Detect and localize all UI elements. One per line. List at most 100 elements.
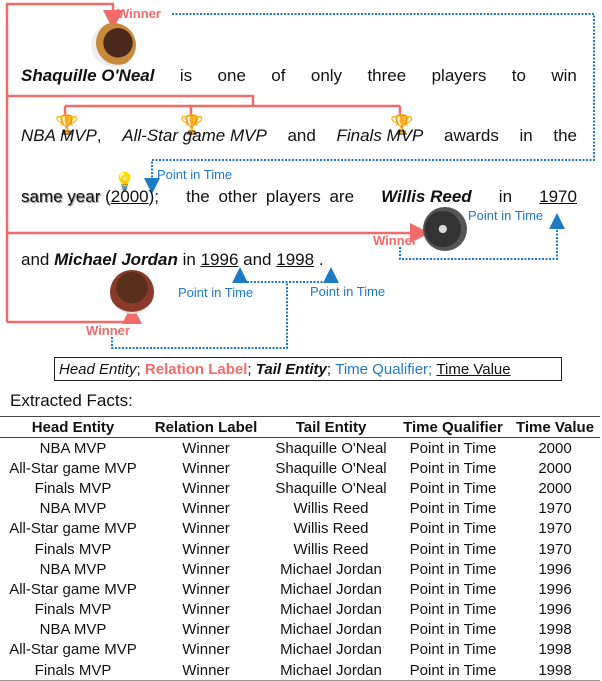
sentence-line-3: same year (2000); the other players are …: [21, 187, 577, 206]
table-cell: Michael Jordan: [280, 580, 382, 598]
table-cell: Point in Time: [409, 641, 497, 659]
table-cell: 1998: [538, 621, 572, 639]
table-cell: Willis Reed: [293, 520, 369, 538]
table-cell: 1996: [538, 560, 572, 578]
table-cell: Point in Time: [409, 540, 497, 558]
table-cell: Point in Time: [409, 601, 497, 619]
table-cell: Winner: [182, 601, 230, 619]
table-cell: Winner: [182, 479, 230, 497]
same-year-phrase: same year: [21, 187, 101, 206]
table-cell: 2000: [538, 479, 572, 497]
table-cell: NBA MVP: [39, 560, 107, 578]
legend-time-qualifier: Time Qualifier: [335, 360, 429, 378]
column-header: Tail Entity: [266, 416, 396, 438]
tail-entity-finals-mvp: Finals MVP: [336, 126, 424, 145]
table-cell: Winner: [182, 500, 230, 518]
table-row: All-Star game MVP Winner Michael Jordan Poi…: [0, 640, 600, 660]
table-cell: Winner: [146, 660, 266, 681]
column-header: Relation Label: [146, 416, 266, 438]
table-cell: Winner: [182, 580, 230, 598]
table-cell: All-Star game MVP: [9, 459, 137, 477]
table-cell: All-Star game MVP: [9, 520, 137, 538]
winner-lines: [5, 2, 430, 324]
tail-entity-allstar-mvp: All-Star game MVP: [122, 126, 267, 145]
lightbulb-icon: 💡: [114, 172, 136, 191]
table-row: NBA MVP Winner Michael Jordan Point in Time…: [0, 620, 600, 640]
time-value-2000: 2000: [110, 187, 149, 206]
head-entity-shaq: Shaquille O'Neal: [21, 66, 155, 85]
table-cell: NBA MVP: [39, 621, 107, 639]
table-cell: 2000: [538, 439, 572, 457]
table-cell: 1970: [538, 520, 572, 538]
table-cell: Winner: [182, 641, 230, 659]
table-cell: All-Star game MVP: [9, 641, 137, 659]
table-cell: Point in Time: [409, 459, 497, 477]
pit-label-1996: Point in Time: [178, 285, 254, 300]
table-cell: Finals MVP: [34, 540, 112, 558]
time-value-1970: 1970: [539, 187, 577, 206]
head-entity-jordan: Michael Jordan: [54, 250, 178, 269]
table-cell: Winner: [182, 560, 230, 578]
winner-label-jordan: Winner: [86, 323, 130, 338]
pit-label-1970: Point in Time: [468, 208, 544, 223]
table-cell: 1996: [538, 601, 572, 619]
table-cell: 1970: [538, 540, 572, 558]
table-cell: Winner: [182, 621, 230, 639]
table-cell: 2000: [538, 459, 572, 477]
legend-head-entity: Head Entity: [59, 360, 137, 378]
column-header: Time Qualifier: [396, 416, 510, 438]
time-value-1996: 1996: [200, 250, 239, 269]
table-cell: Finals MVP: [34, 601, 112, 619]
table-header-row: Head Entity Relation Label Tail Entity T…: [0, 416, 600, 438]
table-cell: 1970: [538, 500, 572, 518]
trophy-icon: 🏆: [180, 115, 204, 136]
table-cell: Michael Jordan: [280, 560, 382, 578]
winner-label-reed: Winner: [373, 233, 417, 248]
table-cell: Point in Time: [409, 560, 497, 578]
relation-connectors: [5, 2, 595, 349]
column-header: Time Value: [510, 416, 600, 438]
time-qualifier-lines: [111, 13, 595, 349]
time-value-1998: 1998: [276, 250, 315, 269]
table-cell: Shaquille O'Neal: [275, 459, 387, 477]
michael-jordan-avatar: [110, 270, 154, 314]
table-cell: Shaquille O'Neal: [275, 439, 387, 457]
table-cell: Winner: [182, 459, 230, 477]
table-row: Finals MVP Winner Willis Reed Point in Time…: [0, 539, 600, 559]
table-cell: 1996: [538, 580, 572, 598]
head-entity-reed: Willis Reed: [381, 187, 472, 206]
table-cell: 1998: [538, 641, 572, 659]
willis-reed-avatar: [423, 207, 467, 251]
table-row: All-Star game MVP Winner Michael Jordan Poi…: [0, 579, 600, 599]
sentence-line-2: NBA MVP, All-Star game MVP and Finals MV…: [21, 126, 577, 145]
table-cell: Michael Jordan: [280, 641, 382, 659]
table-cell: Point in Time: [409, 439, 497, 457]
table-cell: Point in Time: [396, 660, 510, 681]
tail-entity-nba-mvp: NBA MVP: [21, 126, 97, 145]
legend-time-value: Time Value: [436, 360, 511, 378]
pit-label-2000: Point in Time: [157, 167, 233, 182]
pit-label-1998: Point in Time: [310, 284, 386, 299]
table-cell: Point in Time: [409, 621, 497, 639]
table-cell: Michael Jordan: [280, 621, 382, 639]
legend-box: Head Entity; Relation Label; Tail Entity…: [54, 357, 562, 381]
table-cell: Point in Time: [409, 479, 497, 497]
table-cell: Point in Time: [409, 580, 497, 598]
table-cell: Winner: [182, 540, 230, 558]
table-cell: All-Star game MVP: [9, 580, 137, 598]
table-cell: NBA MVP: [39, 500, 107, 518]
shaquille-oneal-avatar: [91, 23, 136, 67]
table-cell: NBA MVP: [39, 439, 107, 457]
table-cell: Shaquille O'Neal: [275, 479, 387, 497]
sentence-line-1: Shaquille O'Neal is one of only three pl…: [21, 66, 577, 85]
extracted-facts-title: Extracted Facts:: [10, 391, 133, 410]
trophy-icon: 🏆: [390, 115, 414, 136]
winner-label-top: Winner: [117, 6, 161, 21]
table-cell: Willis Reed: [293, 500, 369, 518]
table-cell: Willis Reed: [293, 540, 369, 558]
extracted-facts-table: Head Entity Relation Label Tail Entity T…: [0, 416, 600, 681]
